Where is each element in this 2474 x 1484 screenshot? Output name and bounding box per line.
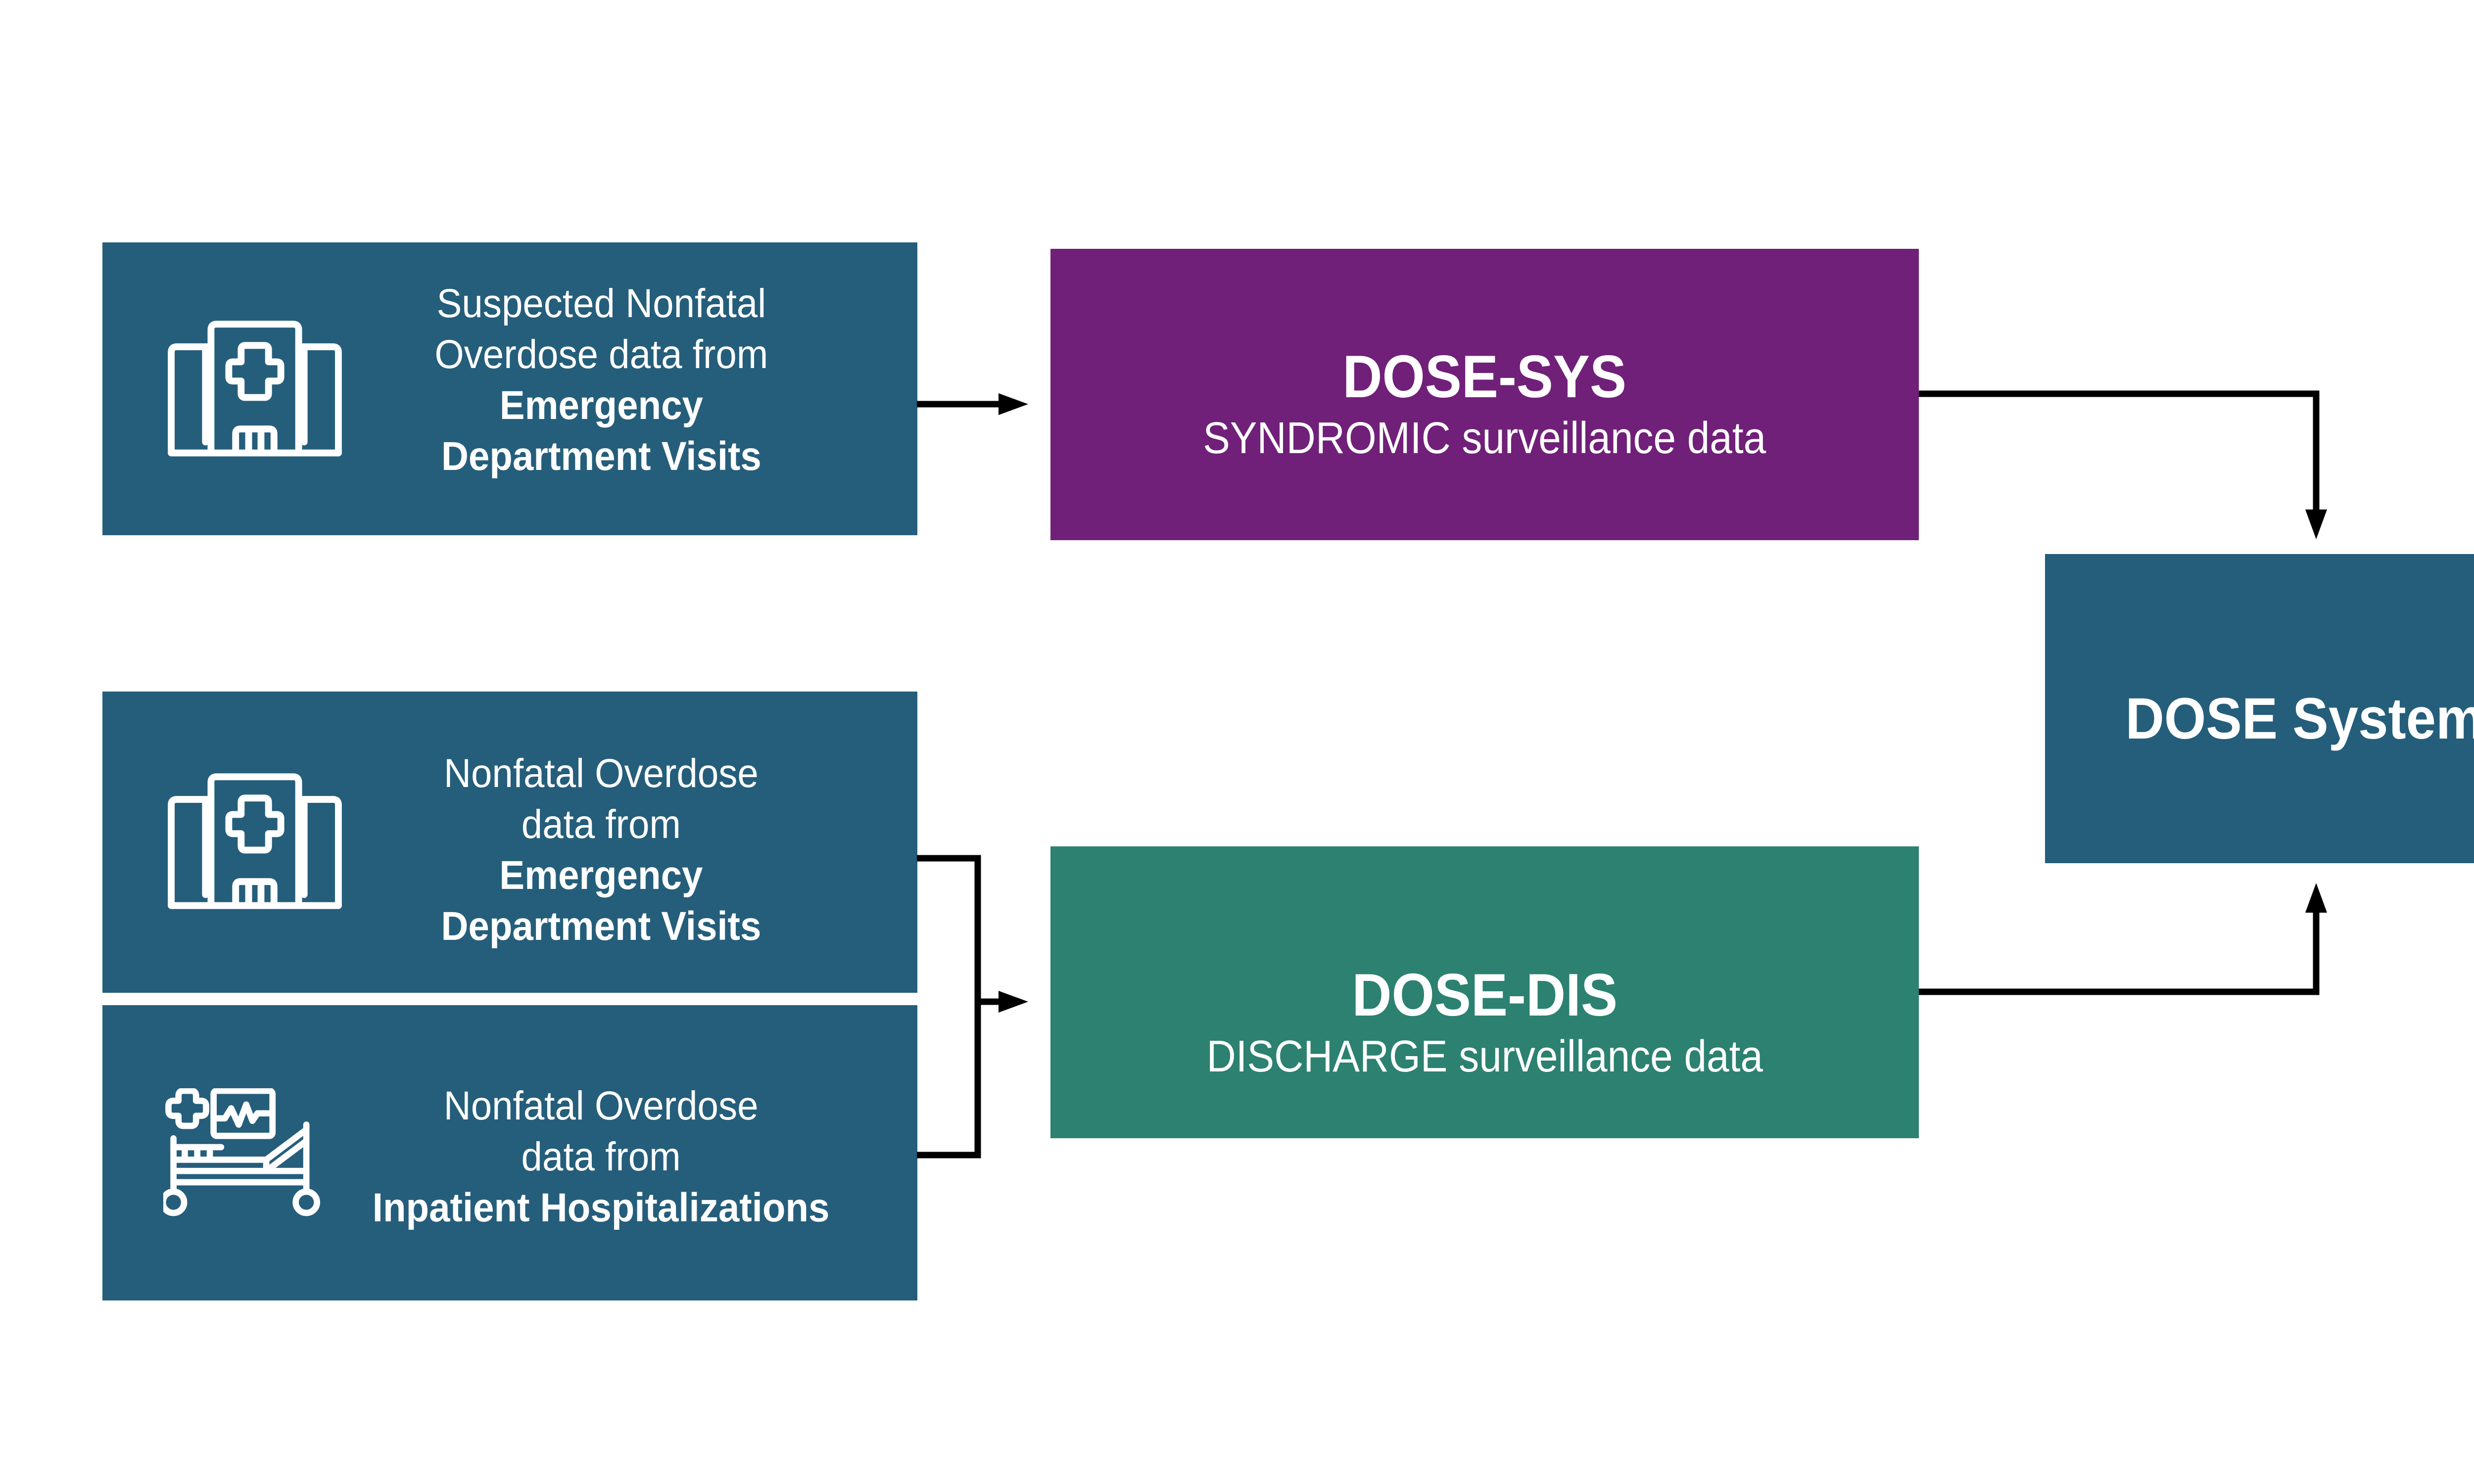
bracket-sources: [917, 855, 981, 1159]
text-line: Emergency: [499, 383, 703, 428]
text-line: Department Visits: [441, 903, 761, 949]
box-dose-system-text: DOSE System: [2045, 554, 2474, 863]
hospital-icon: [168, 773, 342, 909]
text-line: Inpatient Hospitalizations: [373, 1185, 830, 1230]
arrowhead-up: [2305, 883, 2327, 913]
hospital-bed-icon: [163, 1088, 321, 1216]
box-dose-dis: DOSE-DIS DISCHARGE surveillance data: [1050, 846, 1919, 1138]
box-dose-dis-text: DOSE-DIS DISCHARGE surveillance data: [1050, 846, 1919, 1138]
dose-dis-subtitle: DISCHARGE surveillance data: [1206, 1032, 1763, 1081]
box-suspected-ed: Suspected Nonfatal Overdose data from Em…: [102, 242, 917, 535]
text-line: Nonfatal Overdose: [444, 750, 759, 796]
text-line: Nonfatal Overdose: [444, 1083, 759, 1128]
dose-sys-subtitle: SYNDROMIC surveillance data: [1203, 413, 1766, 463]
text-line: Emergency: [499, 852, 703, 898]
box-dose-system: DOSE System: [2045, 554, 2474, 863]
text-line: Department Visits: [441, 434, 761, 479]
arrowhead-down: [2305, 510, 2327, 539]
text-line: Suspected Nonfatal: [436, 281, 766, 326]
box-nonfatal-ed-text: Nonfatal Overdose data from Emergency De…: [346, 692, 856, 993]
box-nonfatal-inpatient-text: Nonfatal Overdose data from Inpatient Ho…: [346, 1005, 856, 1300]
text-line: data from: [521, 1134, 681, 1179]
text-line: data from: [521, 801, 681, 847]
box-dose-sys: DOSE-SYS SYNDROMIC surveillance data: [1050, 249, 1919, 540]
box-dose-sys-text: DOSE-SYS SYNDROMIC surveillance data: [1050, 249, 1919, 540]
text-line: Overdose data from: [434, 332, 768, 377]
dose-dis-title: DOSE-DIS: [1352, 961, 1618, 1028]
arrowhead-right: [999, 393, 1028, 415]
box-nonfatal-inpatient: Nonfatal Overdose data from Inpatient Ho…: [102, 1005, 917, 1300]
arrow-dose-sys-to-system: [1919, 390, 2320, 510]
dose-sys-title: DOSE-SYS: [1342, 342, 1627, 410]
arrowhead-right: [999, 991, 1028, 1013]
arrow-dose-dis-to-system: [1919, 913, 2320, 995]
dose-system-title: DOSE System: [2125, 686, 2474, 751]
hospital-icon: [168, 321, 342, 457]
box-suspected-ed-text: Suspected Nonfatal Overdose data from Em…: [346, 242, 856, 535]
box-nonfatal-ed: Nonfatal Overdose data from Emergency De…: [102, 692, 917, 993]
